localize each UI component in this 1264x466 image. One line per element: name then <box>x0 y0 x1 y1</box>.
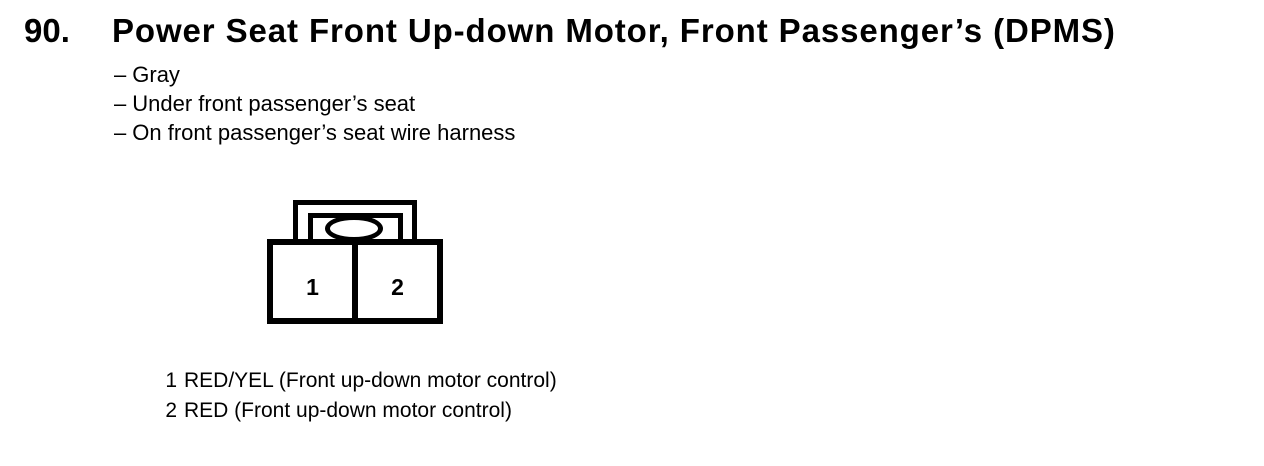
pin-number: 2 <box>165 399 177 422</box>
detail-item-location: – Under front passenger’s seat <box>114 89 515 118</box>
pin-row-1: 1 RED/YEL (Front up-down motor control) <box>165 366 557 396</box>
detail-list: – Gray – Under front passenger’s seat – … <box>114 60 515 147</box>
dash-bullet: – <box>114 91 127 116</box>
section-number: 90. <box>24 12 70 49</box>
pin-label: RED (Front up-down motor control) <box>184 399 512 422</box>
cavity-1-label: 1 <box>306 274 319 300</box>
pin-row-2: 2 RED (Front up-down motor control) <box>165 396 557 426</box>
detail-text-location: Under front passenger’s seat <box>132 91 416 116</box>
pin-number: 1 <box>165 369 177 392</box>
detail-item-harness: – On front passenger’s seat wire harness <box>114 118 515 147</box>
page-title: Power Seat Front Up-down Motor, Front Pa… <box>112 12 1116 49</box>
connector-lock-ellipse-icon <box>325 215 383 242</box>
dash-bullet: – <box>114 62 127 87</box>
connector-cavity-2: 2 <box>358 245 437 318</box>
detail-text-color: Gray <box>132 62 180 87</box>
detail-item-color: – Gray <box>114 60 515 89</box>
pin-label: RED/YEL (Front up-down motor control) <box>184 369 557 392</box>
dash-bullet: – <box>114 120 127 145</box>
detail-text-harness: On front passenger’s seat wire harness <box>132 120 516 145</box>
cavity-divider <box>352 245 358 318</box>
connector-body: 1 2 <box>267 239 443 324</box>
connector-cavity-1: 1 <box>273 245 352 318</box>
pin-list: 1 RED/YEL (Front up-down motor control) … <box>165 366 557 426</box>
cavity-2-label: 2 <box>391 274 404 300</box>
